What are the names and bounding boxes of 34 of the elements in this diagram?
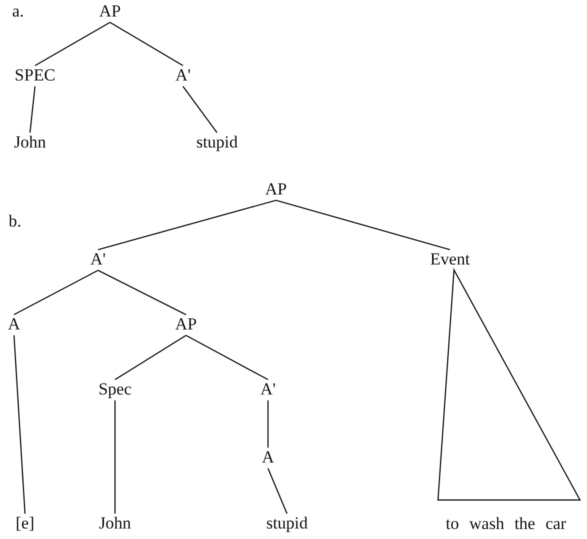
panel-letter: b. xyxy=(8,212,22,232)
node-label: AP xyxy=(175,316,197,334)
tree-branch xyxy=(267,468,288,514)
tree-branch xyxy=(276,200,450,250)
node-label: A' xyxy=(175,66,191,86)
node-label: A xyxy=(262,448,274,468)
node-label: to wash the car xyxy=(446,515,566,534)
node-label: [e] xyxy=(16,514,34,534)
node-label: stupid xyxy=(196,134,238,152)
tree-branch xyxy=(186,334,268,380)
tree-branch xyxy=(13,335,26,514)
node-label: Spec xyxy=(98,380,132,400)
node-label: AP xyxy=(265,180,287,200)
tree-branch xyxy=(182,86,218,134)
tree-branch xyxy=(14,270,98,316)
node-label: A xyxy=(8,316,20,334)
panel-letter: a. xyxy=(12,2,24,22)
node-label: Event xyxy=(430,250,470,270)
tree-branch xyxy=(114,400,116,514)
node-label: SPEC xyxy=(14,66,56,86)
node-label: A' xyxy=(260,380,276,400)
tree-branch xyxy=(267,400,269,448)
node-label: stupid xyxy=(266,514,308,534)
node-label: AP xyxy=(99,2,121,22)
tree-branch xyxy=(98,200,276,250)
tree-branch xyxy=(34,22,110,66)
node-label: John xyxy=(98,514,132,534)
triangle xyxy=(437,268,582,501)
tree-branch xyxy=(98,270,186,316)
tree-branch xyxy=(114,334,186,380)
node-label: John xyxy=(14,134,46,152)
tree-branch xyxy=(110,22,184,66)
tree-branch xyxy=(29,86,36,133)
node-label: A' xyxy=(90,250,106,270)
